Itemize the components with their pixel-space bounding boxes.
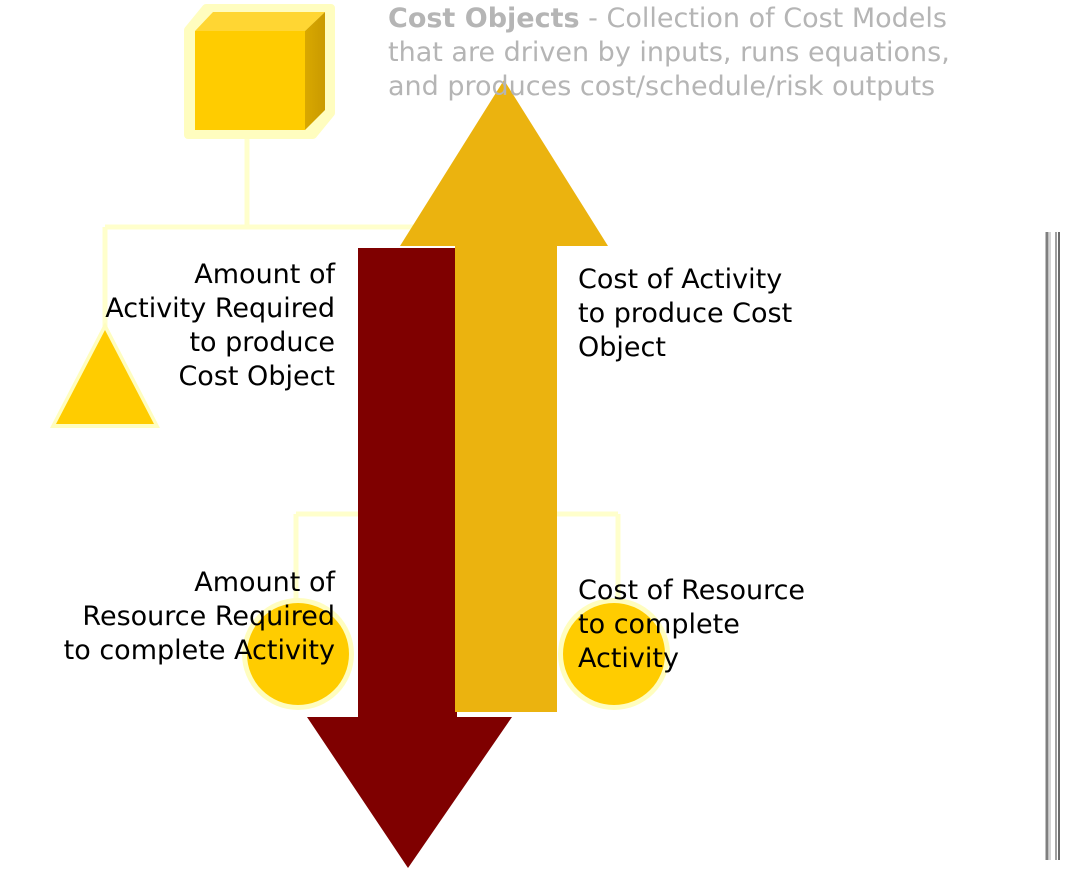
description-title-rest: - Collection of Cost Models [579,3,947,34]
circle-icon-right [558,598,670,710]
cost-of-resource-line: Activity [578,643,679,674]
cost-of-activity-line: to produce Cost [578,298,793,329]
arrow-down-icon [307,248,512,868]
cost-of-resource-label: Cost of Resource to complete Activity [578,574,805,676]
resource-required-line: to complete Activity [63,635,335,666]
triangle-icon [50,322,160,428]
resource-required-line: Resource Required [82,601,335,632]
cost-of-activity-line: Cost of Activity [578,264,783,295]
description-line-1: Cost Objects - Collection of Cost Models [388,2,950,36]
activity-required-line: Activity Required [105,293,335,324]
activity-required-line: to produce [189,327,335,358]
resource-required-line: Amount of [194,567,335,598]
cost-of-resource-line: Cost of Resource [578,575,806,606]
arrow-up-icon [400,80,608,712]
cost-of-activity-label: Cost of Activity to produce Cost Object [578,263,792,365]
cost-objects-description: Cost Objects - Collection of Cost Models… [388,2,950,104]
resource-required-label: Amount of Resource Required to complete … [64,566,335,668]
description-line-2: that are driven by inputs, runs equation… [388,37,950,68]
cube-icon [184,4,335,139]
frame-edge [1045,232,1060,860]
activity-required-line: Amount of [194,259,335,290]
cost-of-activity-line: Object [578,332,666,363]
cost-of-resource-line: to complete [578,609,740,640]
circle-icon-left [242,598,354,710]
activity-required-label: Amount of Activity Required to produce C… [105,258,335,394]
description-title: Cost Objects [388,3,580,34]
activity-required-line: Cost Object [178,361,335,392]
description-line-3: and produces cost/schedule/risk outputs [388,71,936,102]
